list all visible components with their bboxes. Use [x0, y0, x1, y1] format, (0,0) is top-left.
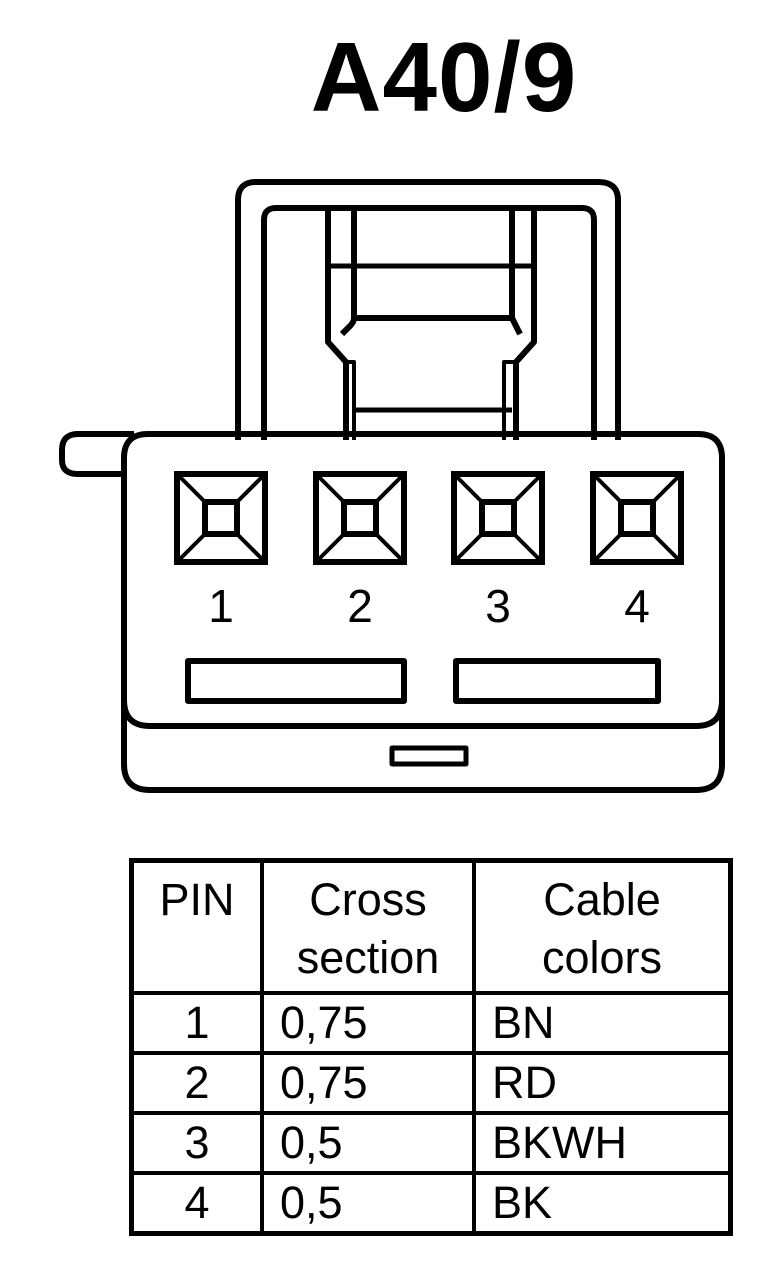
cell-cross-section: 0,75 — [260, 1051, 476, 1115]
cell-cable-color: BK — [472, 1171, 733, 1236]
connector-diagram: 1 2 3 4 — [59, 179, 725, 793]
cell-cable-color: BN — [472, 991, 733, 1055]
header-color-line2: colors — [541, 932, 663, 983]
pin-number-label: 3 — [485, 580, 511, 632]
header-cross-line2: section — [296, 932, 440, 983]
bottom-notch — [389, 745, 469, 767]
slot-right — [453, 658, 661, 704]
cell-pin: 4 — [129, 1171, 264, 1236]
table-row: 1 0,75 BN — [129, 991, 733, 1055]
latch-outer — [235, 179, 621, 440]
header-cable-colors: Cable colors — [472, 858, 733, 995]
pin-number-label: 4 — [624, 580, 650, 632]
cell-cross-section: 0,75 — [260, 991, 476, 1055]
cell-pin: 2 — [129, 1051, 264, 1115]
pin-assignment-table: PIN Cross section Cable colors 1 0,75 BN 2… — [129, 858, 733, 1236]
cell-cable-color: BKWH — [472, 1111, 733, 1175]
cell-cable-color: RD — [472, 1051, 733, 1115]
pin-cavity — [451, 471, 545, 565]
header-color-line1: Cable — [543, 874, 661, 925]
table-row: 4 0,5 BK — [129, 1171, 733, 1236]
header-pin-text: PIN — [159, 874, 235, 925]
table-row: 2 0,75 RD — [129, 1051, 733, 1115]
table-row: 3 0,5 BKWH — [129, 1111, 733, 1175]
slot-left — [185, 658, 407, 704]
pin-number-label: 2 — [347, 580, 373, 632]
latch-tongue — [325, 208, 537, 440]
side-tab — [59, 431, 134, 477]
connector-title: A40/9 — [310, 22, 578, 132]
cell-pin: 1 — [129, 991, 264, 1055]
pin-number-label: 1 — [208, 580, 234, 632]
header-pin: PIN — [129, 858, 264, 995]
body-ledge — [121, 699, 725, 729]
connector-body — [121, 431, 725, 793]
pin-cavity — [590, 471, 684, 565]
latch-inner — [261, 205, 597, 440]
pin-cavity — [313, 471, 407, 565]
cell-cross-section: 0,5 — [260, 1111, 476, 1175]
table-header-row: PIN Cross section Cable colors — [129, 858, 733, 995]
header-cross-section: Cross section — [260, 858, 476, 995]
cell-cross-section: 0,5 — [260, 1171, 476, 1236]
header-cross-line1: Cross — [309, 874, 427, 925]
cell-pin: 3 — [129, 1111, 264, 1175]
pin-cavity — [174, 471, 268, 565]
